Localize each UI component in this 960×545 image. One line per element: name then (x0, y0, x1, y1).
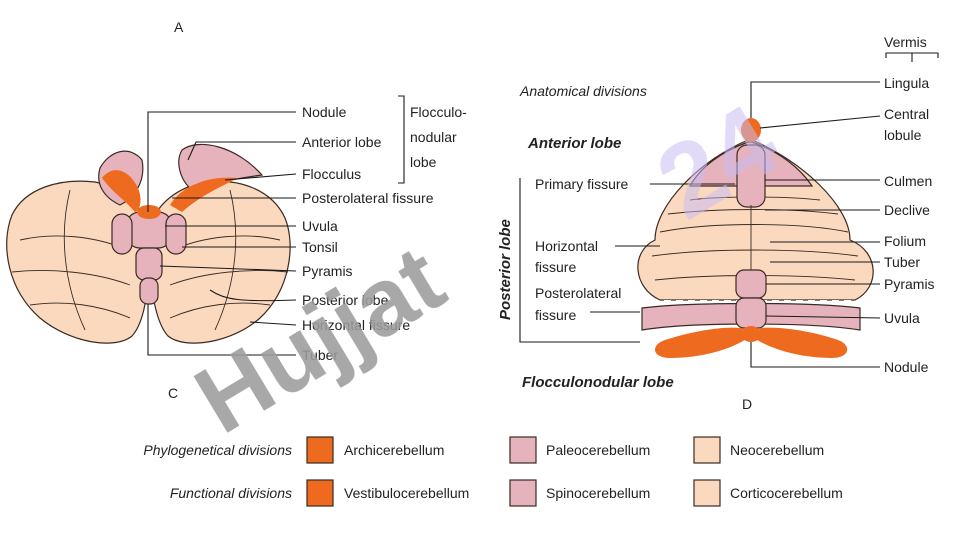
legend-phylogenetical-title: Phylogenetical divisions (143, 442, 292, 458)
view-d-uvula: Uvula (884, 310, 920, 326)
view-d-lingula (741, 118, 761, 142)
view-c-folia-lines (11, 189, 289, 331)
view-c-label-horizontal-fissure: Horizontal fissure (302, 317, 410, 333)
view-c-label-pyramis: Pyramis (302, 263, 353, 279)
view-d-primary-fissure: Primary fissure (535, 176, 629, 192)
view-c-label-anterior-lobe: Anterior lobe (302, 134, 382, 150)
view-c-pyramis (135, 247, 163, 281)
view-d-pyramis: Pyramis (884, 276, 935, 292)
view-c-label-tonsil: Tonsil (302, 239, 338, 255)
view-d-anterior-lobe: Anterior lobe (527, 135, 621, 152)
view-d-vermis: Vermis (884, 34, 927, 50)
view-d-left-flocculus (654, 327, 748, 358)
view-c-panel-letter: C (168, 385, 178, 401)
view-d-posterolateral-fissure-2: fissure (535, 307, 576, 323)
view-d-horizontal-fissure-2: fissure (535, 259, 576, 275)
view-c-label-flocculonodular-1: Flocculo- (410, 104, 467, 120)
view-c-label-flocculonodular-3: lobe (410, 154, 437, 170)
view-d-panel-letter: D (742, 396, 752, 412)
view-c-tonsil-right (165, 213, 187, 255)
legend-archicerebellum: Archicerebellum (344, 442, 444, 458)
legend-vestibulocerebellum: Vestibulocerebellum (344, 485, 469, 501)
legend-swatch-corticocerebellum (693, 479, 721, 507)
legend-functional-title: Functional divisions (170, 485, 292, 501)
view-d-anatomical-divisions: Anatomical divisions (519, 83, 647, 99)
view-c-labels: A Nodule Anterior lobe Flocculus Floccul… (168, 19, 467, 401)
view-d-central-lobule-2: lobule (884, 127, 922, 143)
view-d-horizontal-fissure-1: Horizontal (535, 238, 598, 254)
view-d-leaders (519, 52, 939, 368)
view-c-label-nodule: Nodule (302, 104, 347, 120)
view-c-label-posterior-lobe: Posterior lobe (302, 292, 389, 308)
view-c-label-flocculus: Flocculus (302, 166, 361, 182)
view-c-leaders (147, 95, 405, 356)
view-d-posterior-lobe: Posterior lobe (497, 219, 514, 320)
view-c-top-letter: A (174, 19, 184, 35)
legend-swatch-archicerebellum (306, 436, 334, 464)
view-c-label-posterolateral-fissure: Posterolateral fissure (302, 190, 434, 206)
view-c-label-uvula: Uvula (302, 218, 338, 234)
view-c-left-flocculus (102, 170, 141, 212)
view-d-vermis-pyramis (735, 269, 767, 299)
view-d-central-lobule-1: Central (884, 106, 929, 122)
view-c-tonsil-left (111, 213, 133, 255)
legend-swatch-vestibulocerebellum (306, 479, 334, 507)
legend-paleocerebellum: Paleocerebellum (546, 442, 650, 458)
view-d-folium: Folium (884, 233, 926, 249)
legend-swatch-neocerebellum (693, 436, 721, 464)
legend-swatch-spinocerebellum (509, 479, 537, 507)
view-d-right-flocculus (754, 327, 848, 358)
legend-spinocerebellum: Spinocerebellum (546, 485, 650, 501)
legend: Phylogenetical divisions Functional divi… (143, 436, 843, 507)
view-d-uvula-center (735, 297, 767, 329)
view-c-tuber (139, 277, 159, 305)
legend-swatch-paleocerebellum (509, 436, 537, 464)
view-c-label-tuber: Tuber (302, 347, 338, 363)
view-d-posterolateral-fissure-1: Posterolateral (535, 285, 621, 301)
view-d-nodule (741, 326, 761, 342)
view-c-right-flocculus (170, 177, 238, 212)
view-d-nodule: Nodule (884, 359, 929, 375)
view-d-lingula: Lingula (884, 75, 929, 91)
view-d-labels: Anatomical divisions Anterior lobe Prima… (497, 34, 935, 412)
view-d-tuber: Tuber (884, 254, 920, 270)
legend-neocerebellum: Neocerebellum (730, 442, 824, 458)
view-c-label-flocculonodular-2: nodular (410, 129, 457, 145)
view-c-nodule (137, 205, 161, 219)
legend-corticocerebellum: Corticocerebellum (730, 485, 843, 501)
view-d-declive: Declive (884, 202, 930, 218)
view-c-left-hemisphere (6, 180, 149, 344)
view-c-cerebellum (6, 143, 291, 344)
view-d-culmen: Culmen (884, 173, 932, 189)
view-d-flocculonodular-lobe: Flocculonodular lobe (522, 374, 674, 391)
